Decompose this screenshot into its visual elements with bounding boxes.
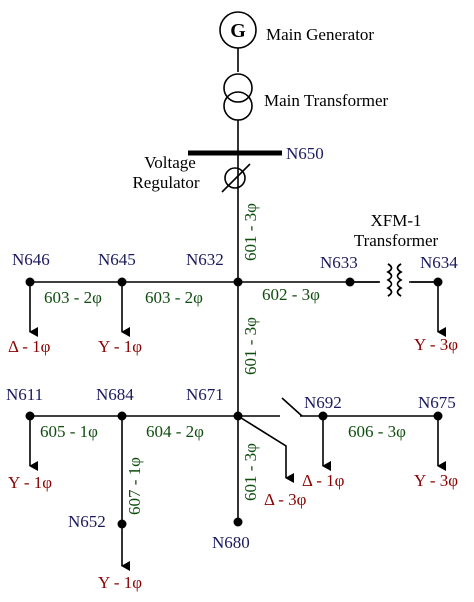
line-label-632-645: 603 - 2φ xyxy=(145,288,203,307)
line-label-632-633: 602 - 3φ xyxy=(262,285,320,304)
node-n650: N650 xyxy=(286,144,324,163)
load-n634: Y - 3φ xyxy=(414,335,458,354)
node-n645: N645 xyxy=(98,250,136,269)
main-transformer-label: Main Transformer xyxy=(264,91,389,110)
voltage-regulator-symbol xyxy=(221,163,251,193)
line-label-645-646: 603 - 2φ xyxy=(44,288,102,307)
load-n645: Y - 1φ xyxy=(98,337,142,356)
node-n684: N684 xyxy=(96,385,134,404)
node-n632: N632 xyxy=(186,250,224,269)
node-n652: N652 xyxy=(68,512,106,531)
node-n692: N692 xyxy=(304,393,342,412)
line-label-611-684: 605 - 1φ xyxy=(40,422,98,441)
line-label-671-680: 601 - 3φ xyxy=(241,443,260,501)
switch-671-692 xyxy=(281,397,303,417)
load-n692: Δ - 1φ xyxy=(302,471,345,490)
line-label-684-652: 607 - 1φ xyxy=(125,457,144,515)
load-n611: Y - 1φ xyxy=(8,473,52,492)
node-n671: N671 xyxy=(186,385,224,404)
load-n675: Y - 3φ xyxy=(414,471,458,490)
load-n671: Δ - 3φ xyxy=(264,490,307,509)
main-generator-label: Main Generator xyxy=(266,25,374,44)
line-label-632-671: 601 - 3φ xyxy=(241,317,260,375)
voltage-regulator-label-2: Regulator xyxy=(132,173,199,192)
node-n634: N634 xyxy=(420,253,458,272)
xfm1-windings xyxy=(350,263,438,297)
xfm1-gap xyxy=(379,276,411,288)
line-label-650-632: 601 - 3φ xyxy=(241,203,260,261)
node-n633: N633 xyxy=(320,253,358,272)
node-n675: N675 xyxy=(418,393,456,412)
line-label-684-671: 604 - 2φ xyxy=(146,422,204,441)
main-transformer-symbol xyxy=(223,73,253,121)
line-label-692-675: 606 - 3φ xyxy=(348,422,406,441)
xfm1-label-1: XFM-1 xyxy=(370,211,421,230)
node-n611: N611 xyxy=(6,385,43,404)
xfm1-label-2: Transformer xyxy=(354,231,439,250)
node-n646: N646 xyxy=(12,250,50,269)
generator-symbol: G xyxy=(219,11,257,49)
voltage-regulator-label-1: Voltage xyxy=(144,153,196,172)
load-n652: Y - 1φ xyxy=(98,573,142,592)
node-dot-n680 xyxy=(233,517,243,527)
node-dot-n633 xyxy=(345,277,355,287)
node-n680: N680 xyxy=(212,533,250,552)
generator-letter: G xyxy=(230,20,246,42)
load-n646: Δ - 1φ xyxy=(8,337,51,356)
load-arrow-n671 xyxy=(237,415,294,483)
